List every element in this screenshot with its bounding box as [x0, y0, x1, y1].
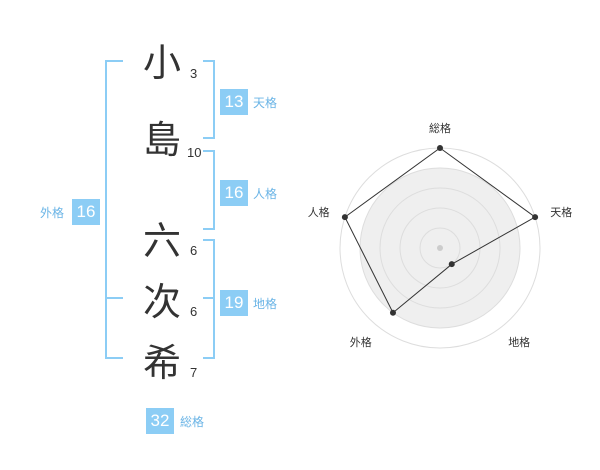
radar-axis-label-3: 地格	[508, 335, 530, 349]
chikaku-bracket	[203, 239, 215, 359]
radar-axis-label-2: 天格	[550, 205, 572, 219]
stroke-count-2: 10	[187, 145, 202, 160]
name-char-4: 次	[143, 280, 182, 324]
stroke-count-3: 6	[190, 243, 198, 258]
jinkaku-label: 人格	[253, 187, 278, 201]
radar-data-polygon	[344, 147, 537, 314]
radar-axis-label-4: 外格	[350, 335, 372, 349]
radar-point-4	[389, 309, 396, 316]
name-char-2: 島	[143, 118, 182, 162]
stroke-count-5: 7	[190, 365, 198, 380]
chikaku-label: 地格	[253, 297, 278, 311]
radar-point-5	[341, 214, 348, 221]
jinkaku-value: 16	[220, 180, 248, 206]
gaikaku-label: 外格	[40, 206, 65, 220]
radar-ring-1	[419, 227, 461, 269]
soukaku-label: 総格	[180, 415, 205, 429]
jinkaku-bracket	[203, 150, 215, 230]
tenkaku-value: 13	[220, 89, 248, 115]
radar-axis-label-5: 人格	[308, 205, 330, 219]
chikaku-value: 19	[220, 290, 248, 316]
name-char-1: 小	[143, 41, 182, 85]
tenkaku-bracket	[203, 60, 215, 139]
stroke-count-1: 3	[190, 66, 198, 81]
chikaku-bracket-tick	[203, 297, 215, 299]
radar-point-3	[448, 261, 455, 268]
gaikaku-bracket	[105, 60, 123, 359]
radar-point-2	[532, 214, 539, 221]
soukaku-value: 32	[146, 408, 174, 434]
gaikaku-bracket-tick	[105, 297, 123, 299]
radar-axis-label-1: 総格	[429, 121, 451, 135]
name-char-5: 希	[143, 341, 182, 385]
radar-center-dot	[437, 245, 443, 251]
tenkaku-label: 天格	[253, 96, 278, 110]
radar-point-1	[437, 145, 443, 151]
stroke-count-4: 6	[190, 304, 198, 319]
name-char-3: 六	[143, 219, 182, 263]
gaikaku-value: 16	[72, 199, 100, 225]
radar-ring-3	[379, 187, 501, 309]
